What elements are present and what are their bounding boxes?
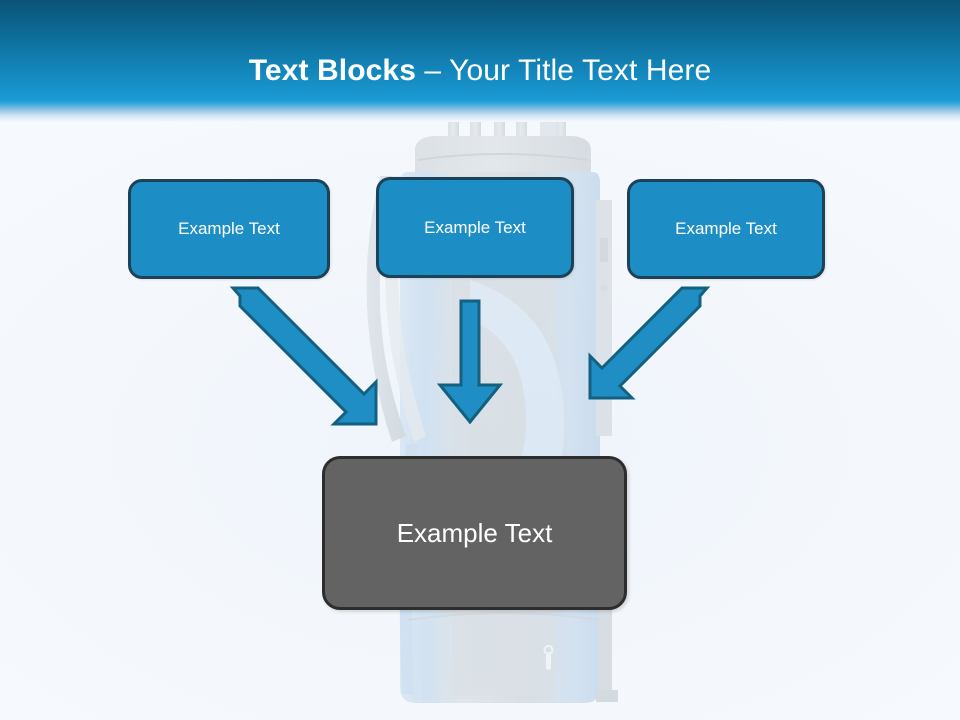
- arrow-down-right-icon[interactable]: [229, 286, 378, 426]
- text-block-1[interactable]: Example Text: [128, 179, 330, 279]
- golf-bag-zipper: [543, 645, 554, 670]
- golf-bag-rail: [596, 200, 612, 436]
- arrow-down-left-icon[interactable]: [588, 286, 711, 400]
- text-block-3-label: Example Text: [675, 219, 777, 238]
- page-title-rest: Your Title Text Here: [449, 54, 712, 87]
- page-title-separator: –: [416, 54, 450, 87]
- text-block-2[interactable]: Example Text: [376, 177, 574, 278]
- header-band: [0, 0, 960, 122]
- arrow-down-icon[interactable]: [436, 299, 504, 425]
- page-title-bold: Text Blocks: [248, 54, 416, 87]
- text-block-2-label: Example Text: [424, 217, 526, 237]
- text-block-1-label: Example Text: [178, 219, 280, 238]
- text-block-3[interactable]: Example Text: [627, 179, 825, 279]
- result-block[interactable]: Example Text: [322, 456, 627, 610]
- page-title: Text Blocks – Your Title Text Here: [0, 54, 960, 88]
- result-block-label: Example Text: [396, 518, 553, 548]
